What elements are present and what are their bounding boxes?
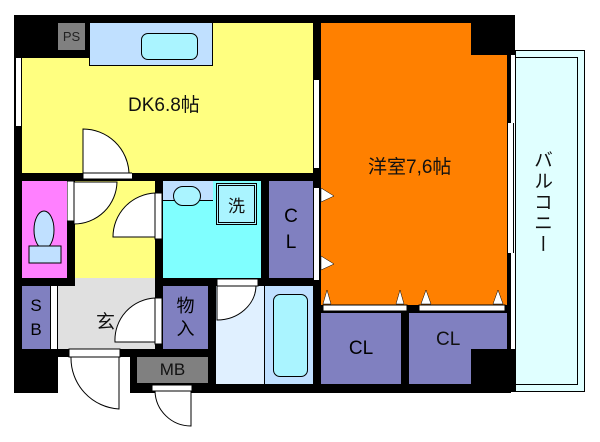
balcony-inner-rail — [515, 57, 578, 385]
mb-label: MB — [159, 360, 186, 379]
storage-label-1: 物 — [176, 295, 195, 316]
mb-door-icon — [151, 384, 193, 427]
closet-pillar — [471, 349, 515, 392]
closet-bottom-left: CL — [321, 313, 401, 384]
kitchen-sink — [141, 33, 198, 60]
dk-window — [15, 58, 22, 126]
storage: 物 入 — [163, 286, 208, 349]
ps-shaft: PS — [58, 23, 85, 50]
closet-side-door — [313, 188, 320, 280]
toilet-door-icon — [67, 181, 163, 240]
closet-side-label-c: C — [284, 205, 298, 227]
sb-label-b: B — [30, 319, 42, 339]
balcony-label: バルコニー — [531, 150, 552, 255]
dk-window-right — [313, 80, 320, 168]
vanity-basin-icon — [173, 186, 201, 206]
western-pillar — [471, 15, 515, 55]
closet-side-label-l: L — [285, 231, 297, 253]
western-window — [507, 123, 514, 253]
toilet-icon — [28, 210, 62, 264]
closet-door-markers-icon — [320, 188, 506, 312]
western-label: 洋室7,6帖 — [368, 157, 452, 178]
entrance-label: 玄 — [96, 312, 116, 333]
dk-door-icon — [82, 128, 132, 180]
entrance-inner-door-icon — [114, 297, 163, 345]
closet-bottom-left-label: CL — [348, 337, 374, 359]
shoe-box-door — [50, 286, 58, 349]
sb-label-s: S — [30, 295, 42, 315]
washer-space: 洗 — [216, 183, 257, 225]
shoe-box: S B — [22, 286, 50, 349]
ps-label: PS — [62, 29, 81, 44]
dk-label: DK6.8帖 — [128, 95, 200, 116]
bath-door-icon — [216, 278, 259, 321]
washer-label: 洗 — [228, 196, 245, 216]
entrance-step — [75, 278, 155, 286]
western-room — [321, 23, 507, 305]
bathtub-icon — [273, 294, 308, 377]
meter-box: MB — [137, 357, 208, 383]
front-door-icon — [68, 348, 121, 410]
closet-bottom-right-label: CL — [436, 329, 461, 350]
closet-side: C L — [269, 181, 313, 278]
storage-label-2: 入 — [176, 318, 195, 339]
